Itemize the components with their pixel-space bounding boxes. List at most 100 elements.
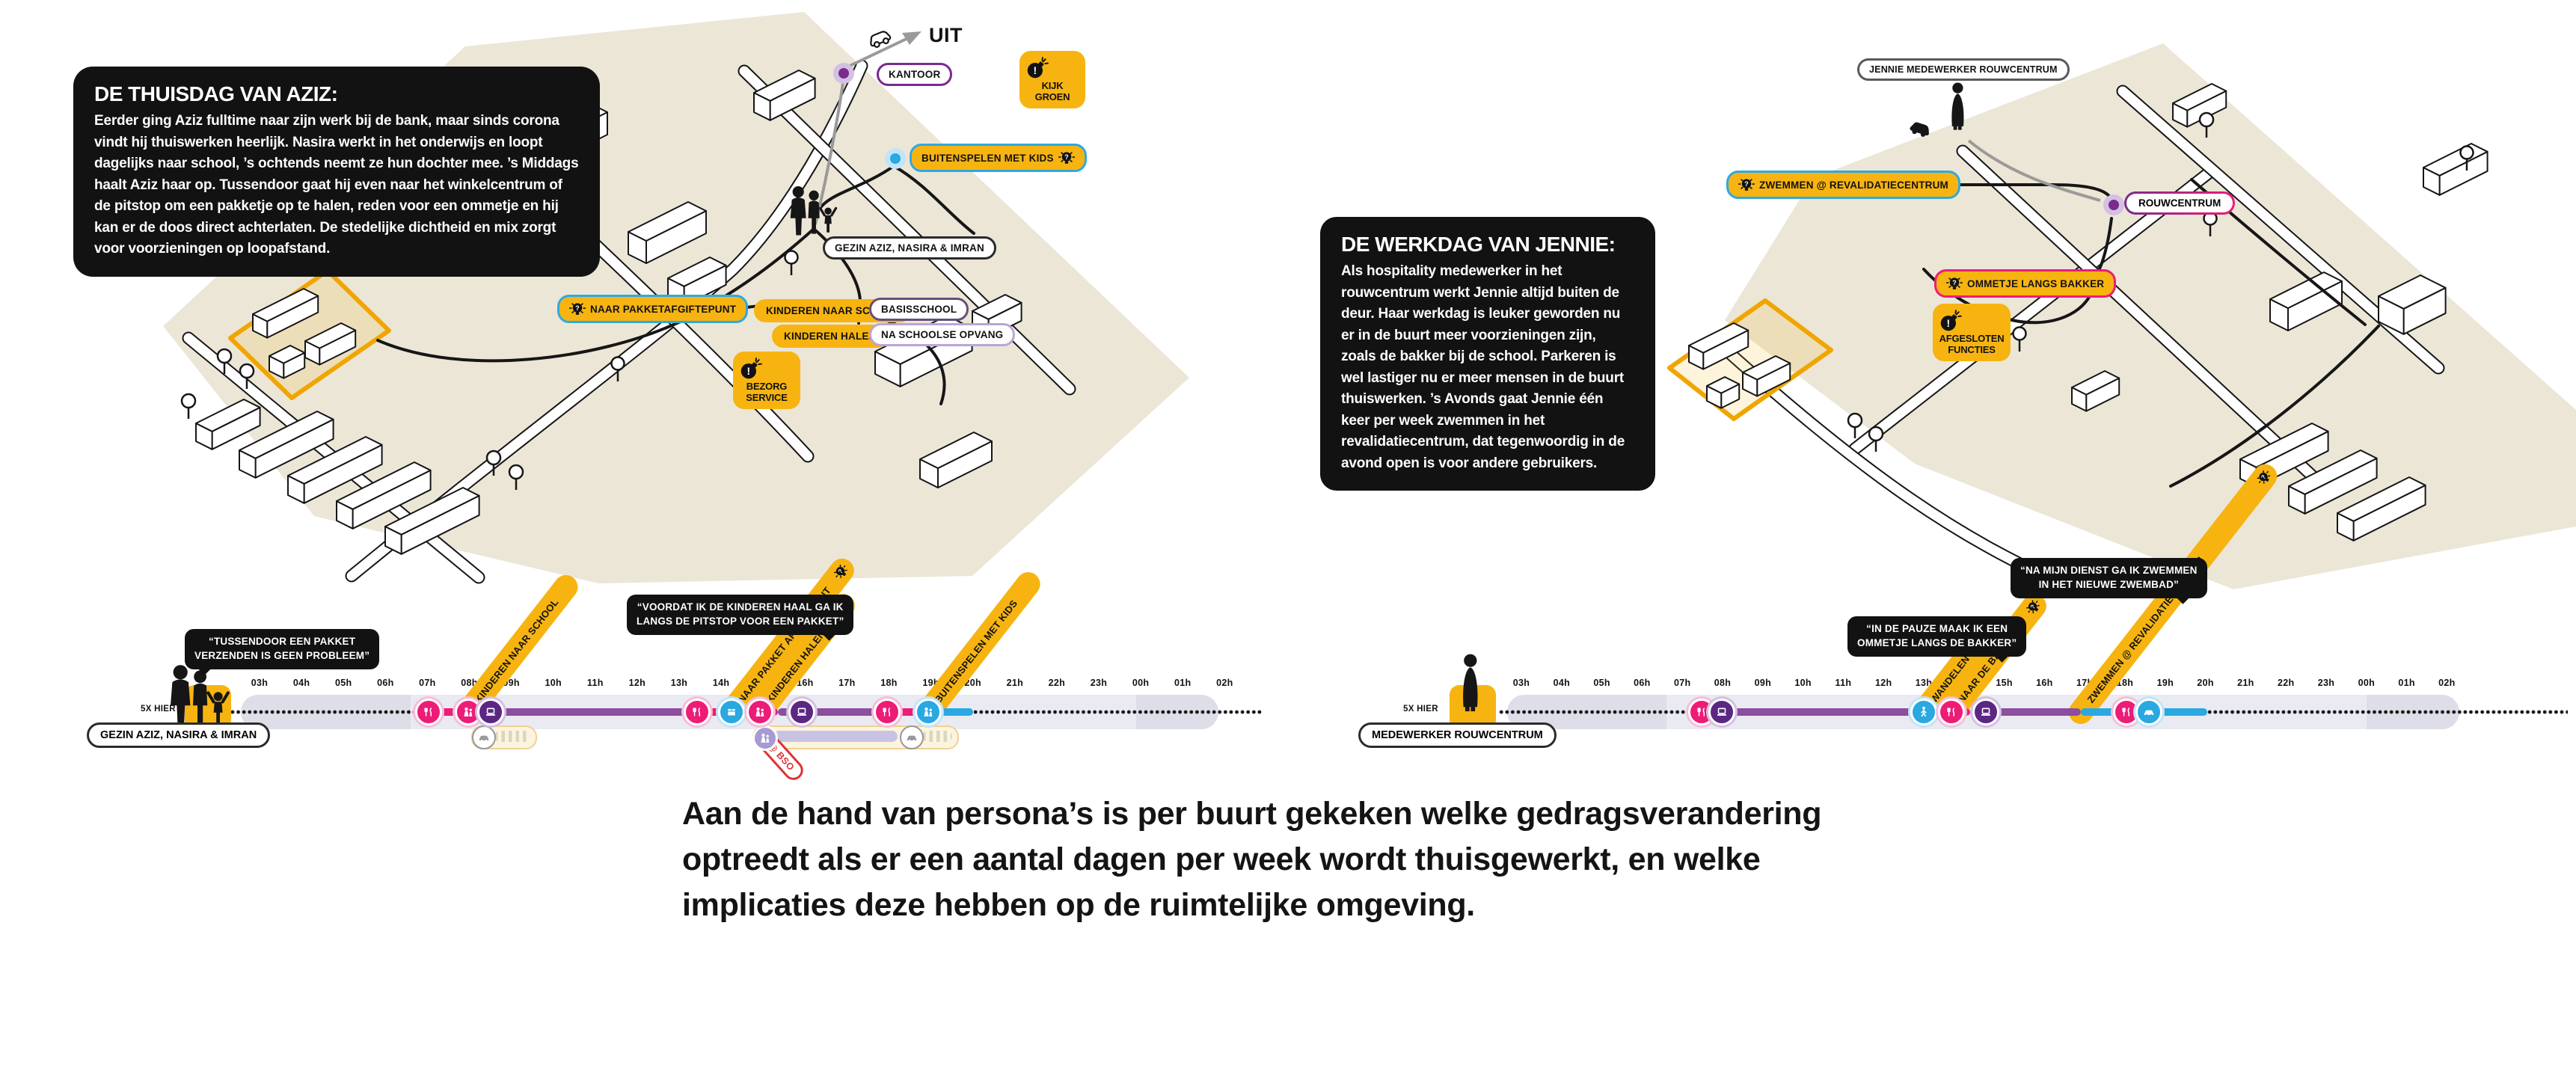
- hour-label: 08h: [1714, 678, 1732, 688]
- caption-line-2: optreedt als er een aantal dagen per wee…: [682, 841, 1761, 878]
- idea-bulb-icon: ?: [2023, 597, 2043, 618]
- event-laptop-icon: [474, 696, 506, 728]
- quote-line: IN HET NIEUWE ZWEMBAD”: [2038, 578, 2179, 590]
- map-pill-opvang: NA SCHOOLSE OPVANG: [869, 323, 1016, 346]
- jennie-story-body: Als hospitality medewerker in het rouwce…: [1341, 263, 1625, 471]
- hour-label: 16h: [2036, 678, 2053, 688]
- family-glyph: [915, 699, 942, 725]
- kijk-groen-label-2: GROEN: [1034, 90, 1070, 102]
- event-family-icon: [913, 696, 945, 728]
- meal-glyph: [1937, 699, 1965, 725]
- event-laptop-icon: [1705, 696, 1738, 728]
- laptop-glyph: [788, 699, 816, 725]
- mode-segment-purple: [492, 708, 699, 716]
- route-dot-kantoor: [833, 63, 854, 84]
- hour-label: 11h: [1835, 678, 1852, 688]
- school-brengen-label: KINDEREN NAAR SCHOOL: [766, 305, 900, 316]
- map-pill-zwemmen: ? ZWEMMEN @ REVALIDATIECENTRUM: [1726, 171, 1960, 199]
- map-pill-jennie: JENNIE MEDEWERKER ROUWCENTRUM: [1857, 58, 2070, 81]
- basisschool-label: BASISSCHOOL: [881, 304, 957, 315]
- dotted-travel-line: [972, 709, 1263, 715]
- hour-label: 03h: [251, 678, 269, 688]
- bezorg-label-1: BEZORG: [746, 381, 788, 392]
- alert-bezorg-service: ! BEZORG SERVICE: [733, 352, 800, 409]
- hour-label: 03h: [1512, 678, 1530, 688]
- map-pill-kantoor: KANTOOR: [877, 63, 953, 86]
- aziz-story-title: DE THUISDAG VAN AZIZ:: [94, 82, 338, 105]
- svg-text:?: ?: [575, 304, 580, 312]
- zwemmen-label: ZWEMMEN @ REVALIDATIECENTRUM: [1759, 179, 1948, 191]
- dotted-travel-line: [213, 709, 428, 715]
- mode-segment-purple: [1723, 708, 1924, 716]
- persona-name-pill: GEZIN AZIZ, NASIRA & IMRAN: [87, 722, 271, 748]
- persona-name-pill: MEDEWERKER ROUWCENTRUM: [1358, 722, 1557, 748]
- walk-glyph: [1910, 699, 1937, 725]
- hour-label: 01h: [1174, 678, 1192, 688]
- hour-label: 23h: [1090, 678, 1108, 688]
- quote-line: “TUSSENDOOR EEN PAKKET: [209, 636, 356, 647]
- hour-label: 07h: [1673, 678, 1691, 688]
- event-meal-icon: [871, 696, 904, 728]
- idea-bulb-icon: ?: [569, 303, 586, 315]
- svg-text:?: ?: [2028, 603, 2037, 610]
- bso-family-icon: [752, 725, 779, 751]
- mode-segment-pink: [886, 708, 929, 716]
- hour-label: 04h: [292, 678, 310, 688]
- activity-ribbon: NAAR PAKKET AFGIFTEPUNT?: [714, 553, 859, 729]
- event-family-icon: [744, 696, 776, 728]
- quote-line: “VOORDAT IK DE KINDEREN HAAL GA IK: [637, 601, 844, 613]
- hour-label: 15h: [1996, 678, 2013, 688]
- hour-label: 23h: [2317, 678, 2335, 688]
- alert-afgesloten-functies: ! AFGESLOTEN FUNCTIES: [1933, 304, 2011, 361]
- svg-text:?: ?: [836, 568, 844, 575]
- meal-glyph: [874, 699, 901, 725]
- jennie-story-box: DE WERKDAG VAN JENNIE: Als hospitality m…: [1320, 217, 1655, 491]
- bomb-icon: !: [740, 358, 762, 379]
- dotted-travel-line: [1499, 709, 1701, 715]
- svg-text:?: ?: [1064, 153, 1069, 161]
- pakketpunt-label: NAAR PAKKETAFGIFTEPUNT: [590, 303, 737, 315]
- hour-label: 00h: [1132, 678, 1150, 688]
- persona-icon: [1448, 646, 1493, 721]
- event-meal-icon: [681, 696, 713, 728]
- kantoor-label: KANTOOR: [889, 69, 941, 80]
- hour-label: 10h: [1794, 678, 1812, 688]
- hour-label: 05h: [1593, 678, 1610, 688]
- route-dot-rouwcentrum: [2103, 194, 2124, 215]
- hour-label: 13h: [1915, 678, 1933, 688]
- map-pill-rouwcentrum: ROUWCENTRUM: [2124, 191, 2236, 215]
- quote-line: “IN DE PAUZE MAAK IK EEN: [1866, 623, 2008, 634]
- hour-label: 14h: [712, 678, 730, 688]
- hour-label: 18h: [880, 678, 898, 688]
- hour-label: 05h: [334, 678, 352, 688]
- activity-ribbon: NAAR DE BAKKER?: [1934, 589, 2051, 729]
- svg-text:!: !: [747, 365, 751, 377]
- laptop-glyph: [476, 699, 504, 725]
- hour-label: 12h: [1874, 678, 1892, 688]
- quote-line: “NA MIJN DIENST GA IK ZWEMMEN: [2020, 565, 2198, 576]
- parked-car-icon: [472, 725, 497, 749]
- hour-label: 21h: [2237, 678, 2254, 688]
- caption-line-3: implicaties deze hebben op de ruimtelijk…: [682, 887, 1475, 924]
- hour-label: 00h: [2358, 678, 2376, 688]
- bezorg-label-2: SERVICE: [746, 391, 788, 403]
- event-meal-icon: [1935, 696, 1967, 728]
- kijk-groen-label-1: KIJK: [1041, 80, 1064, 91]
- quote-line: VERZENDEN IS GEEN PROBLEEM”: [194, 649, 370, 661]
- jennie-label: JENNIE MEDEWERKER ROUWCENTRUM: [1869, 64, 2058, 75]
- afgesloten-label-1: AFGESLOTEN: [1939, 333, 2005, 344]
- mode-segment-purple: [777, 708, 887, 716]
- times-here-label: 5X HIER: [1403, 705, 1438, 714]
- activity-ribbon: ZWEMMEN @ REVALIDATIECENTRUM?: [2064, 459, 2282, 729]
- svg-text:?: ?: [2259, 473, 2267, 481]
- bomb-icon: !: [1027, 57, 1049, 79]
- hour-label: 19h: [2156, 678, 2174, 688]
- map-pill-buitenspelen: BUITENSPELEN MET KIDS ?: [910, 144, 1087, 172]
- meal-glyph: [683, 699, 711, 725]
- hour-label: 20h: [964, 678, 981, 688]
- dotted-travel-line: [2207, 709, 2568, 715]
- event-laptop-icon: [1970, 696, 2002, 728]
- hour-label: 12h: [628, 678, 646, 688]
- package-glyph: [718, 699, 746, 725]
